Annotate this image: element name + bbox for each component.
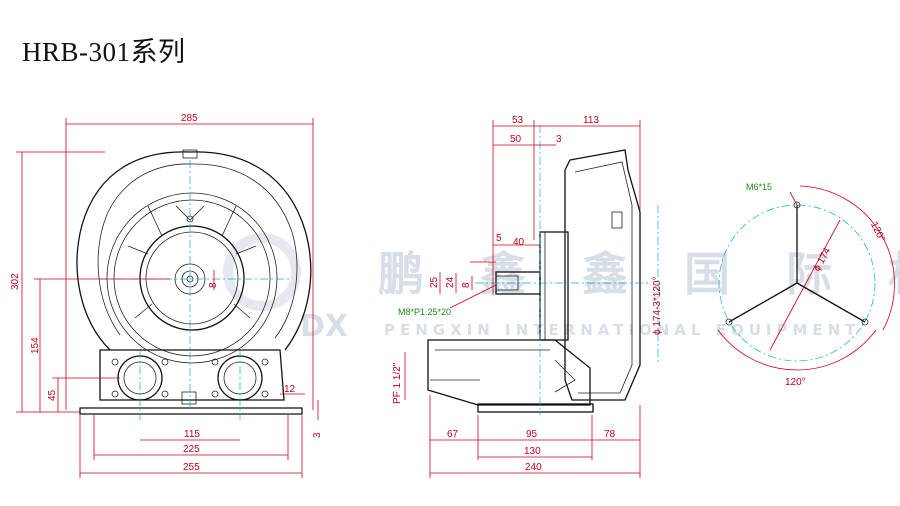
page-title: HRB-301系列 bbox=[22, 37, 186, 67]
flange-hole-top bbox=[793, 201, 801, 209]
flange-hole-right bbox=[861, 318, 869, 326]
flange-bolt-circle bbox=[718, 204, 876, 362]
dim-67: 67 bbox=[447, 429, 459, 440]
dim-78: 78 bbox=[604, 429, 616, 440]
side-pipe-block bbox=[427, 339, 591, 406]
dim-inlet-center-height: 154 bbox=[30, 337, 41, 354]
thread-callout: M8*P1.25*20 bbox=[398, 307, 451, 317]
dim-240: 240 bbox=[525, 462, 542, 473]
dim-8: 8 bbox=[461, 282, 472, 288]
dim-overall-width: 285 bbox=[181, 113, 198, 124]
dim-pipe: PF 1 1/2" bbox=[392, 362, 403, 404]
dim-bolt-circle: ϕ 174-3*120° bbox=[652, 276, 663, 335]
watermark: DX 鹏 鑫 鑫 国 际 机 电 PENGXIN INTERNATIONAL E… bbox=[223, 233, 900, 344]
side-view: 53 113 50 3 5 40 25 24 8 M8*P1.25*20 ϕ 1… bbox=[392, 115, 663, 478]
dim-outlet-height: 45 bbox=[47, 389, 58, 401]
dim-foot-inner: 225 bbox=[183, 444, 200, 455]
front-impeller-ring bbox=[106, 192, 278, 364]
dim-foot-outer: 255 bbox=[183, 462, 200, 473]
front-flange-block bbox=[99, 349, 285, 401]
flange-spokes bbox=[728, 205, 866, 323]
front-base-foot bbox=[79, 407, 303, 415]
watermark-company-en: PENGXIN INTERNATIONAL EQUIPMENT bbox=[384, 321, 860, 339]
dim-hole: 12 bbox=[284, 384, 296, 395]
dim-113: 113 bbox=[583, 115, 599, 126]
dim-5: 5 bbox=[496, 233, 502, 244]
dim-24: 24 bbox=[445, 276, 456, 288]
front-view: 285 302 154 45 115 225 255 12 3 8 bbox=[10, 113, 323, 478]
dim-40: 40 bbox=[513, 237, 525, 248]
flange-screw-callout: M6*15 bbox=[746, 182, 772, 192]
dim-130: 130 bbox=[524, 446, 541, 457]
dim-53: 53 bbox=[512, 115, 524, 126]
dim-50: 50 bbox=[510, 134, 522, 145]
dim-3: 3 bbox=[556, 134, 562, 145]
watermark-logo: DX bbox=[223, 233, 348, 344]
front-motor-disc bbox=[139, 225, 245, 331]
dim-95: 95 bbox=[526, 429, 538, 440]
dim-angle-top: 120° bbox=[868, 220, 887, 243]
dim-overall-height: 302 bbox=[10, 273, 21, 290]
watermark-logo-text: DX bbox=[300, 309, 348, 344]
dim-angle-bottom: 120° bbox=[785, 377, 806, 388]
side-base bbox=[477, 403, 594, 413]
flange-hole-left bbox=[725, 318, 733, 326]
dim-shaft: 8 bbox=[208, 282, 219, 288]
dim-flange-spacing: 115 bbox=[184, 429, 200, 440]
side-housing bbox=[564, 149, 641, 401]
dim-base-thickness: 3 bbox=[312, 432, 323, 438]
front-housing bbox=[76, 151, 312, 351]
dim-25: 25 bbox=[429, 276, 440, 288]
